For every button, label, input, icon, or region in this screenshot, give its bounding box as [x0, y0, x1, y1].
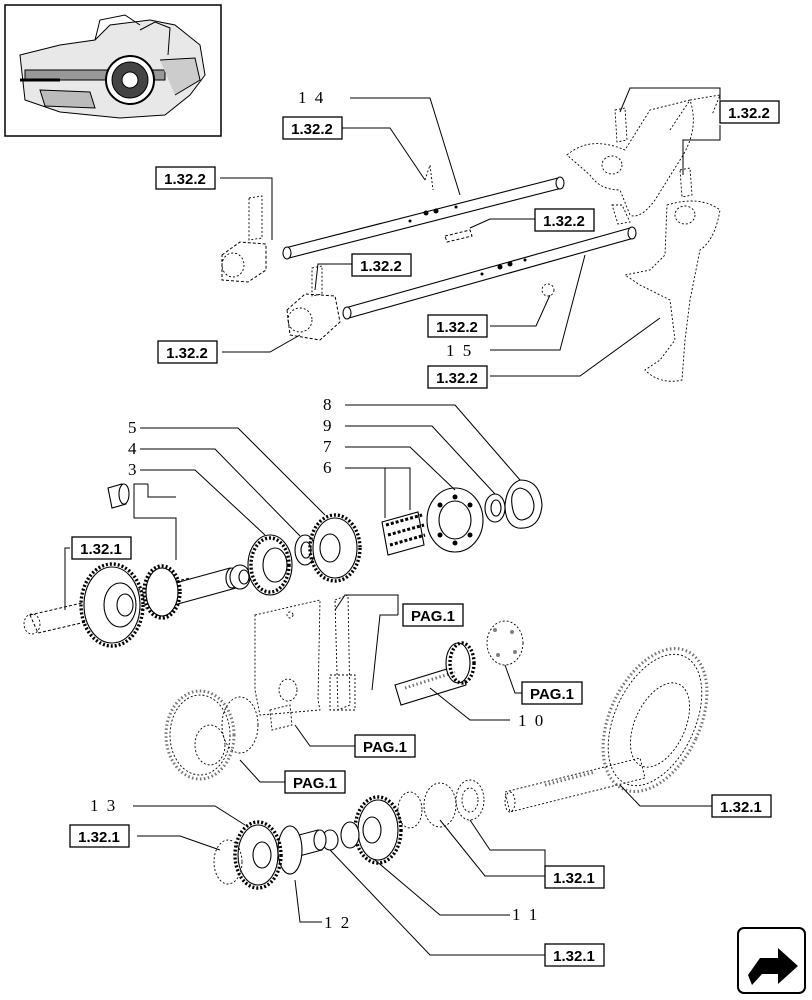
rod-bracket-left-upper — [221, 195, 267, 283]
part-number-5: 5 — [128, 418, 139, 437]
part-number-14: 1 4 — [298, 88, 325, 107]
part-number-8: 8 — [323, 395, 334, 414]
shift-rod-lower — [342, 226, 637, 320]
hub-12 — [277, 825, 327, 875]
crown-wheel — [601, 647, 709, 793]
ref-label: 1.32.2 — [436, 319, 478, 336]
part-number-9: 9 — [323, 416, 334, 435]
detent-ball — [541, 283, 555, 297]
ref-box-2[interactable]: 1.32.2 — [719, 100, 780, 124]
nut-small — [269, 704, 293, 731]
ref-label: PAG.1 — [363, 739, 407, 756]
shift-rod-cross-pin — [424, 164, 473, 243]
part-number-4: 4 — [128, 439, 139, 458]
ref-label: 1.32.2 — [164, 171, 206, 188]
ref-box-4[interactable]: 1.32.2 — [534, 208, 595, 232]
gasket-left — [329, 594, 356, 711]
bearing-lower-right — [397, 779, 485, 829]
ref-box-6[interactable]: 1.32.2 — [427, 314, 488, 338]
snap-ring-8 — [504, 479, 543, 529]
part-number-15: 1 5 — [446, 341, 473, 360]
ref-label: PAG.1 — [530, 686, 574, 703]
ref-box-17[interactable]: 1.32.1 — [544, 943, 605, 967]
gear-13 — [233, 820, 283, 890]
bearing-7 — [426, 487, 484, 553]
ref-label: 1.32.2 — [728, 105, 770, 122]
part-number-10: 1 0 — [518, 711, 545, 730]
ref-label: 1.32.1 — [553, 948, 595, 965]
location-thumbnail[interactable] — [4, 4, 222, 137]
ref-label: 1.32.2 — [543, 213, 585, 230]
ref-label: 1.32.2 — [436, 370, 478, 387]
shift-fork-upper — [566, 94, 721, 225]
flange-plate-right — [486, 620, 524, 666]
shift-fork-lower — [623, 167, 721, 382]
gear-11 — [353, 795, 403, 865]
ref-box-5[interactable]: 1.32.2 — [351, 253, 412, 277]
next-page-arrow-icon[interactable] — [737, 927, 806, 994]
shim-9 — [484, 493, 506, 523]
gear-5 — [308, 513, 362, 583]
ref-label: 1.32.1 — [720, 799, 762, 816]
ref-box-15[interactable]: 1.32.1 — [69, 824, 130, 848]
ref-box-11[interactable]: PAG.1 — [521, 681, 583, 705]
shift-rod-upper — [282, 176, 565, 260]
cover-plate — [254, 599, 321, 716]
rod-bracket-left-lower — [286, 265, 341, 341]
ref-label: 1.32.1 — [80, 541, 122, 558]
ref-box-16[interactable]: 1.32.1 — [544, 865, 605, 889]
gear-splined-hub — [142, 564, 182, 620]
sleeve-small-left — [107, 483, 130, 509]
ring-lower — [321, 821, 360, 851]
part-number-7: 7 — [323, 437, 334, 456]
leader-lines — [64, 87, 721, 956]
gear-sleeve-3 — [247, 534, 293, 596]
ref-label: PAG.1 — [411, 608, 455, 625]
pinion-shaft-10 — [394, 641, 476, 706]
part-number-11: 1 1 — [512, 905, 539, 924]
ref-label: 1.32.2 — [166, 345, 208, 362]
part-number-13: 1 3 — [90, 796, 117, 815]
ref-box-12[interactable]: PAG.1 — [354, 734, 416, 758]
ref-box-7[interactable]: 1.32.2 — [157, 340, 218, 364]
part-number-6: 6 — [323, 458, 334, 477]
drive-shaft-lower — [504, 757, 646, 813]
ref-box-10[interactable]: PAG.1 — [402, 603, 464, 627]
needle-roller-cage-6 — [381, 511, 426, 556]
ref-box-3[interactable]: 1.32.2 — [155, 166, 216, 190]
ref-box-13[interactable]: PAG.1 — [284, 770, 346, 794]
ref-label: 1.32.2 — [360, 258, 402, 275]
part-number-12: 1 2 — [324, 913, 351, 932]
ref-label: 1.32.1 — [553, 870, 595, 887]
ref-box-9[interactable]: 1.32.1 — [71, 536, 132, 560]
ref-box-14[interactable]: 1.32.1 — [711, 794, 772, 818]
gear-large-left — [79, 562, 145, 648]
ref-label: 1.32.1 — [78, 829, 120, 846]
ref-box-8[interactable]: 1.32.2 — [427, 365, 488, 389]
ref-label: PAG.1 — [293, 775, 337, 792]
gear-housing-ghost — [164, 689, 259, 781]
ring-ghost-lower-left — [213, 839, 243, 885]
bushing-small — [229, 564, 251, 590]
ref-box-1[interactable]: 1.32.2 — [282, 116, 343, 140]
part-number-3: 3 — [128, 460, 139, 479]
ref-label: 1.32.2 — [291, 121, 333, 138]
